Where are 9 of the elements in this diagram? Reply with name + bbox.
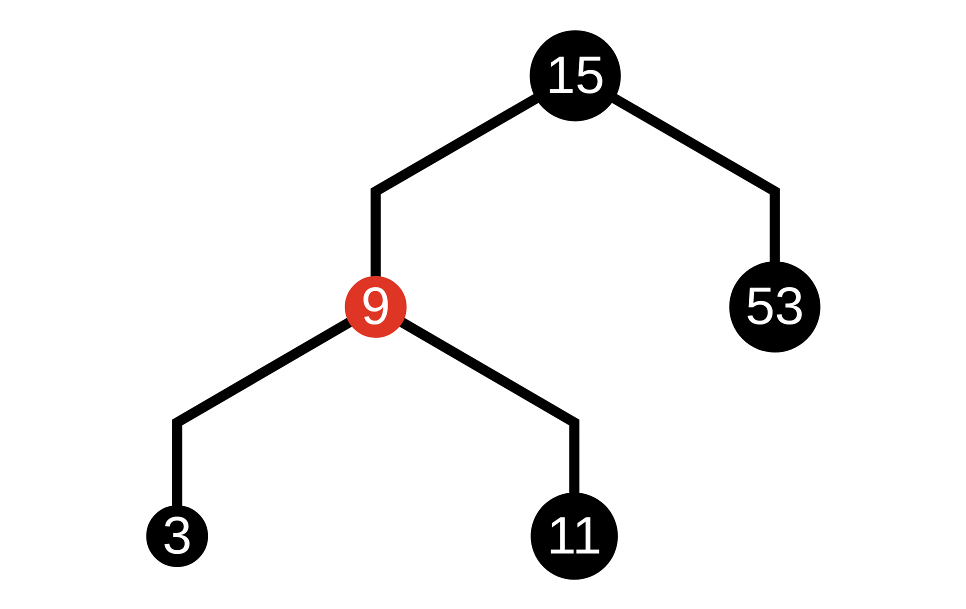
connector [610, 93, 780, 262]
node-circle: 53 [728, 260, 820, 352]
node-circle: 11 [530, 492, 618, 580]
node-circle: 3 [146, 504, 208, 567]
connector [172, 317, 352, 506]
node-circle: 15 [529, 30, 621, 121]
node-circle: 9 [344, 276, 406, 338]
connector [398, 317, 580, 494]
connector [370, 93, 539, 277]
